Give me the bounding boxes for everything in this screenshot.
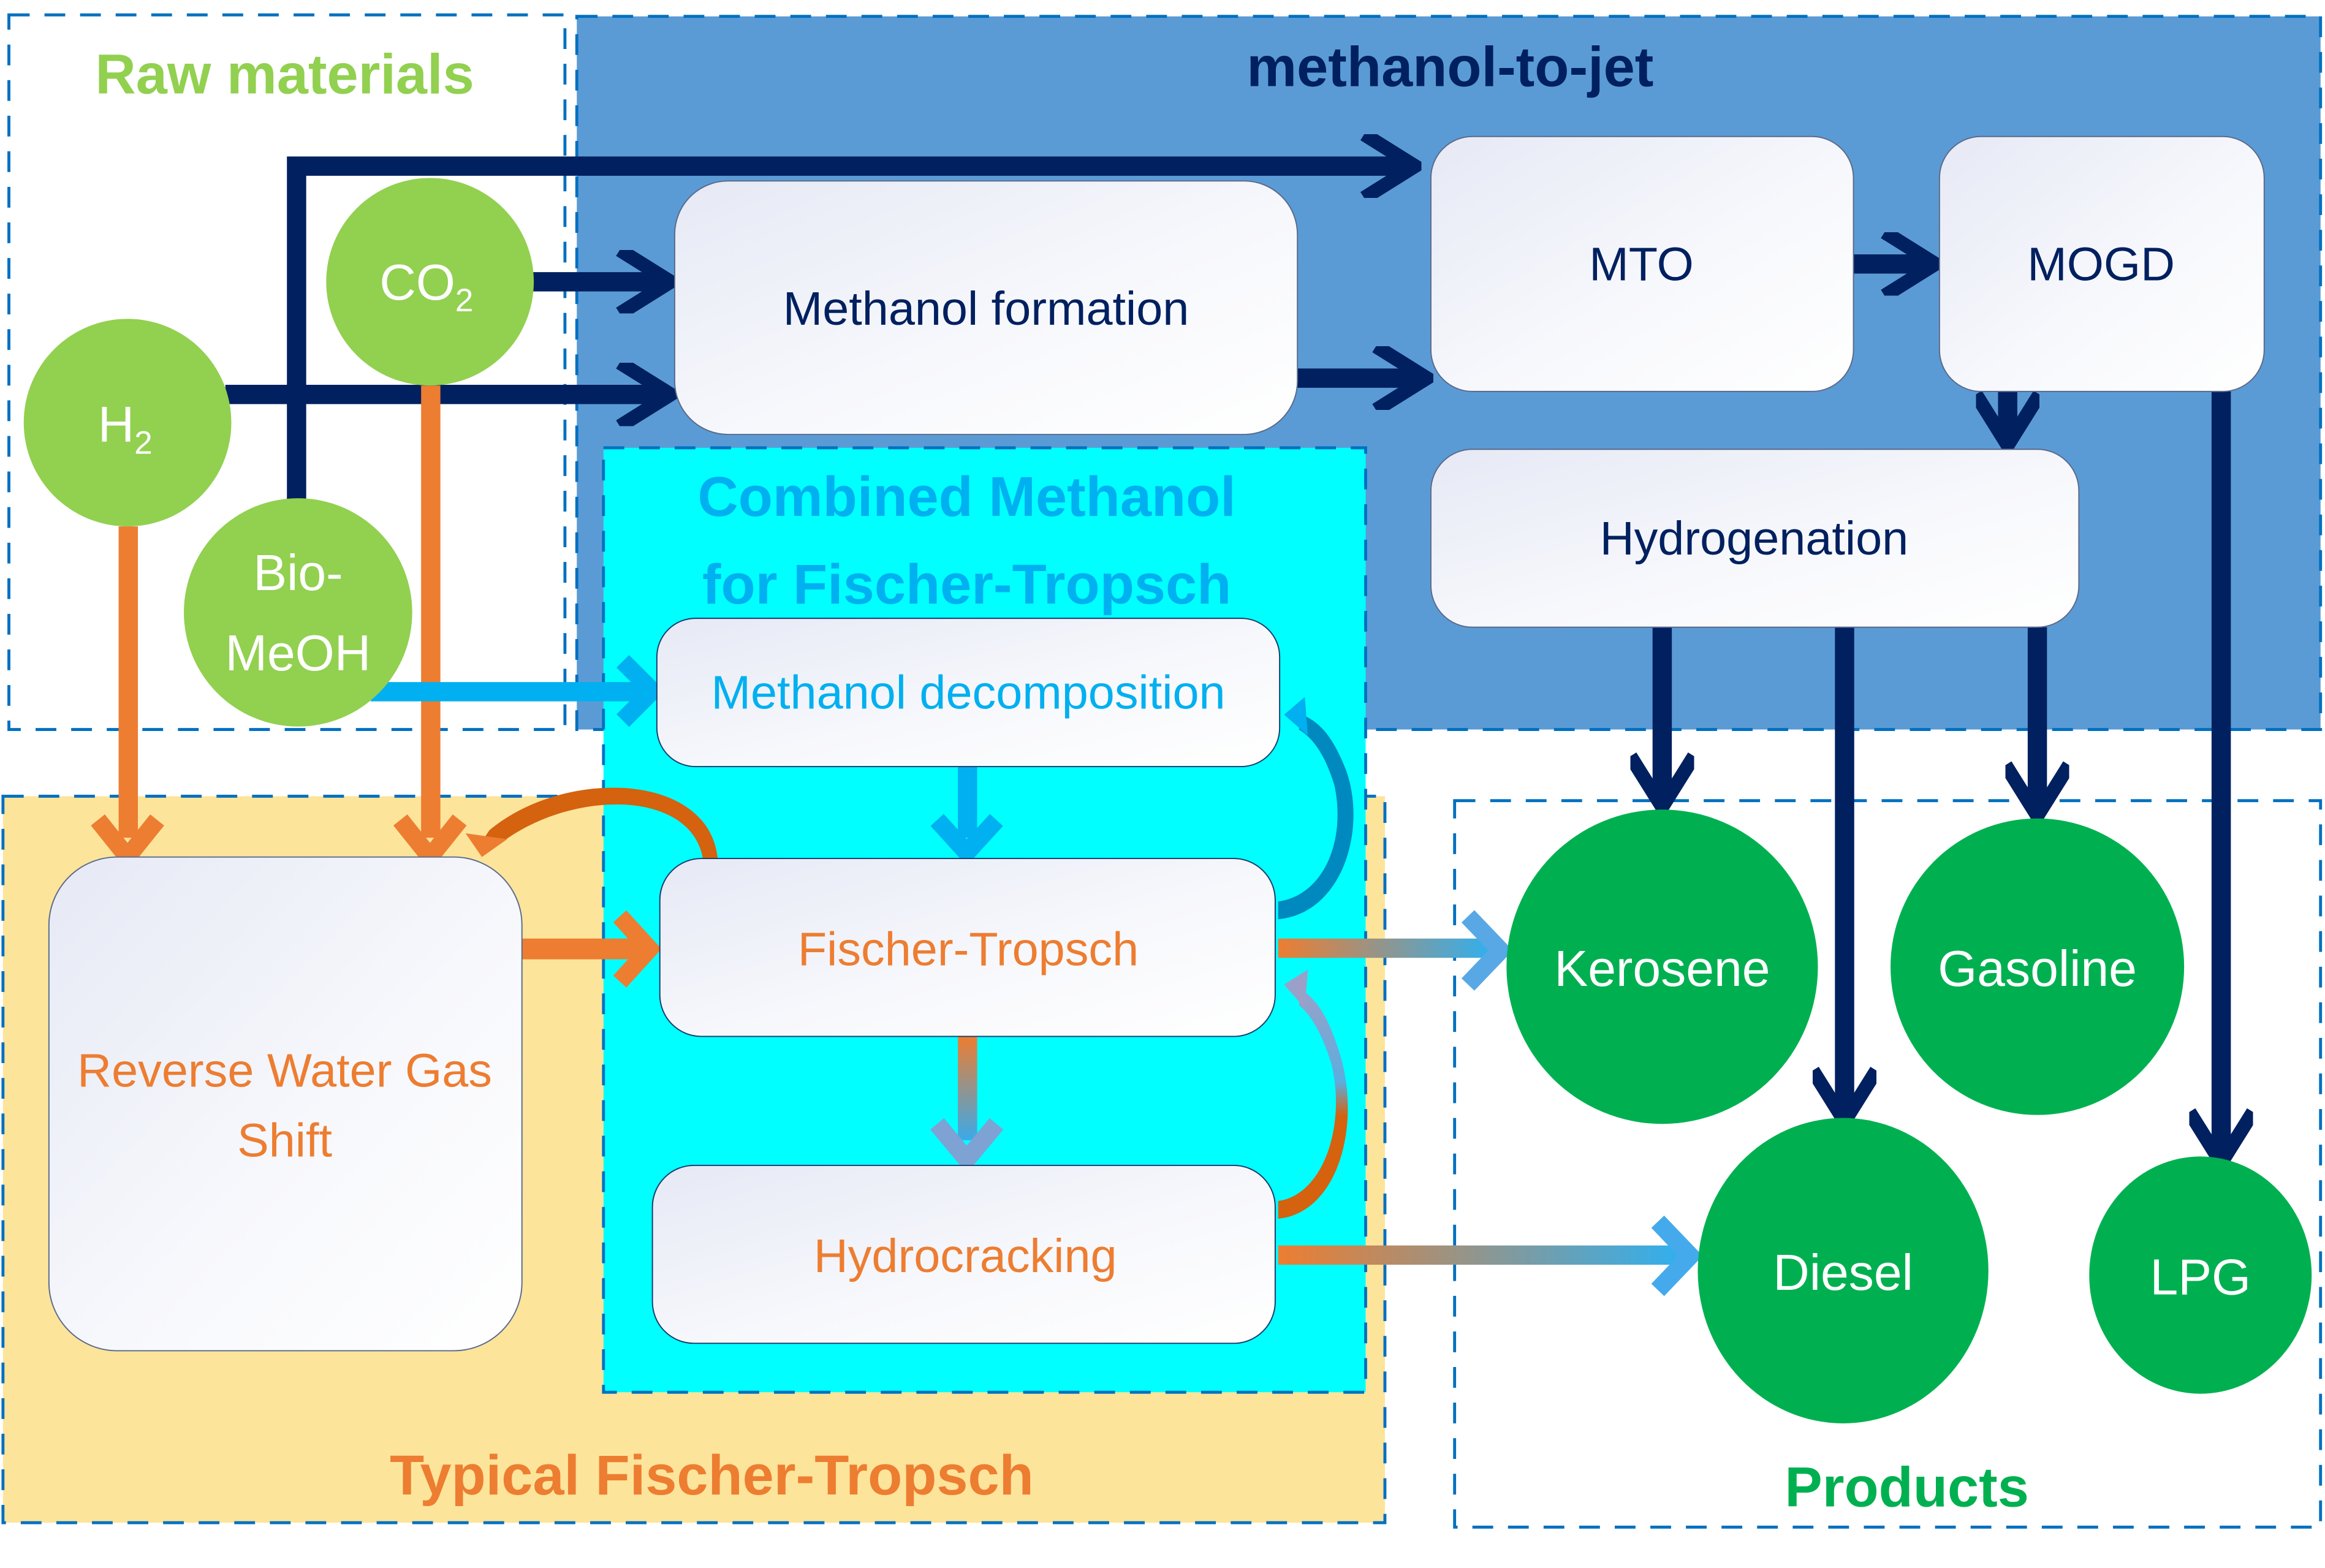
arrow-ft-to-hydrocracking-shaft: [958, 1036, 977, 1140]
arrow-ft-to-hydrocracking-head: [930, 1118, 1004, 1173]
arrow-rwgs-to-ft-head: [613, 910, 662, 988]
co2-circle: [326, 178, 534, 386]
navy-arrows: [225, 166, 2221, 1156]
process-hydrogenation[interactable]: Hydrogenation: [1430, 449, 2080, 628]
arrow-ft-to-kerosene-head: [1461, 910, 1513, 991]
product-kerosene[interactable]: Kerosene: [1506, 809, 1818, 1124]
products-title: Products: [1785, 1456, 2028, 1518]
process-fischer-tropsch[interactable]: Fischer-Tropsch: [659, 858, 1276, 1037]
h2-label: H2: [98, 397, 153, 461]
mogd-label: MOGD: [2027, 238, 2175, 290]
arrow-hydrocracking-to-diesel-shaft: [1278, 1245, 1685, 1265]
product-diesel[interactable]: Diesel: [1697, 1118, 1989, 1423]
hydrocracking-label: Hydrocracking: [814, 1230, 1117, 1282]
lpg-label: LPG: [2150, 1249, 2251, 1305]
arrow-decomposition-to-ft-head: [930, 814, 1003, 866]
h2-circle: [23, 319, 232, 527]
process-rwgs[interactable]: Reverse Water Gas Shift: [48, 856, 523, 1352]
cyan-arrows: [370, 655, 1354, 920]
rwgs-label-line1: Reverse Water Gas: [77, 1045, 492, 1097]
arrow-ft-recycle-to-decomposition: [1278, 714, 1354, 920]
fischer-tropsch-label: Fischer-Tropsch: [798, 923, 1139, 975]
arrow-hydrocracking-to-diesel-head: [1651, 1215, 1703, 1297]
diesel-label: Diesel: [1773, 1245, 1913, 1301]
process-methanol-formation[interactable]: Methanol formation: [673, 180, 1299, 436]
product-gasoline[interactable]: Gasoline: [1891, 818, 2185, 1115]
product-lpg[interactable]: LPG: [2089, 1156, 2312, 1394]
gradient-arrows: [930, 910, 1703, 1297]
methanol-decomposition-label: Methanol decomposition: [711, 667, 1225, 719]
arrow-h2-to-rwgs-shaft: [118, 526, 138, 838]
arrow-ft-recycle-to-decomposition-head: [1284, 697, 1308, 736]
raw-materials-title: Raw materials: [95, 44, 474, 106]
hydrogenation-label: Hydrogenation: [1600, 512, 1908, 565]
typical-ft-title: Typical Fischer-Tropsch: [390, 1444, 1034, 1507]
arrow-hydrocracking-recycle-to-ft-head: [1284, 969, 1308, 1009]
rwgs-label-line2: Shift: [237, 1114, 332, 1167]
arrow-decomposition-to-ft-shaft: [958, 767, 977, 838]
co2-label: CO2: [379, 255, 473, 319]
arrow-ft-to-kerosene-shaft: [1278, 938, 1493, 958]
methanol-to-jet-title: methanol-to-jet: [1246, 36, 1653, 98]
bio-meoh-label-line1: Bio-: [253, 545, 343, 601]
methanol-formation-label: Methanol formation: [783, 282, 1189, 335]
raw-co2[interactable]: CO2: [326, 178, 534, 386]
bio-meoh-label-line2: MeOH: [226, 626, 371, 681]
mto-label: MTO: [1589, 238, 1694, 290]
raw-bio-meoh[interactable]: Bio- MeOH: [184, 498, 412, 727]
process-mogd[interactable]: MOGD: [1938, 135, 2265, 392]
bio-meoh-circle: [184, 498, 412, 727]
arrow-rwgs-to-ft-shaft: [522, 938, 641, 960]
process-methanol-decomposition[interactable]: Methanol decomposition: [656, 618, 1281, 768]
gasoline-label: Gasoline: [1938, 941, 2137, 997]
arrow-ft-recycle-to-rwgs: [483, 787, 718, 859]
arrow-ft-recycle-to-rwgs-head: [465, 833, 507, 857]
kerosene-label: Kerosene: [1554, 941, 1770, 997]
arrow-biomeoh-to-decomposition-head: [616, 655, 666, 727]
process-mto[interactable]: MTO: [1430, 135, 1854, 392]
arrow-co2-to-rwgs-shaft: [421, 385, 441, 838]
arrow-hydrocracking-recycle-to-ft: [1278, 990, 1348, 1219]
raw-h2[interactable]: H2: [23, 319, 232, 527]
combined-title-line1: Combined Methanol: [697, 466, 1235, 528]
arrow-biomeoh-to-decomposition-shaft: [370, 682, 645, 702]
process-hydrocracking[interactable]: Hydrocracking: [651, 1164, 1276, 1344]
combined-title-line2: for Fischer-Tropsch: [702, 553, 1231, 616]
